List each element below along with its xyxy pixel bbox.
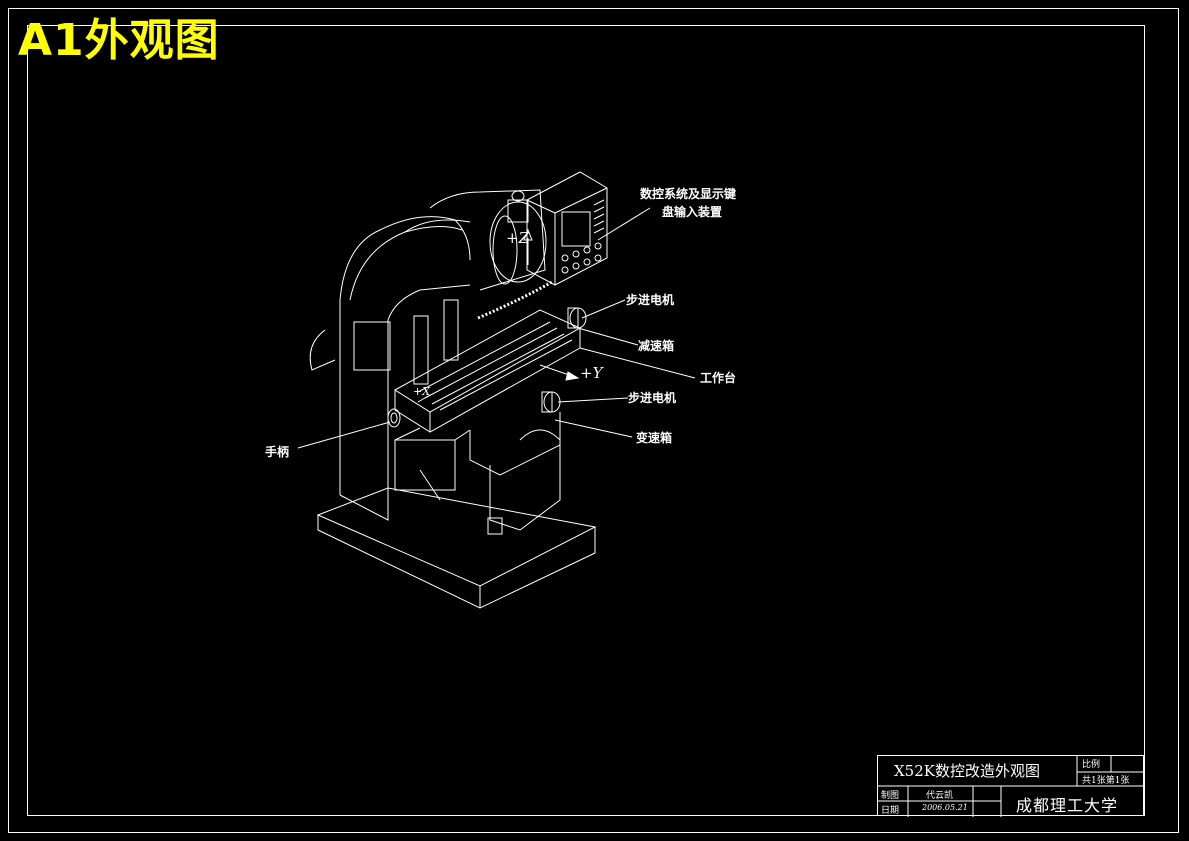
- drafter-label: 制图: [881, 791, 900, 801]
- label-cnc-panel-line2: 盘输入装置: [662, 205, 723, 219]
- outer-border: [8, 8, 1179, 833]
- title-block: X52K数控改造外观图 比例 共1张第1张 制图 代云凯 日期 2006.05.…: [877, 755, 1144, 817]
- label-handwheel: 手柄: [265, 445, 290, 459]
- leader-lines: [297, 207, 696, 449]
- label-stepper-motor-mid: 步进电机: [628, 391, 677, 405]
- drawing-name: X52K数控改造外观图: [894, 762, 1040, 780]
- label-cnc-panel-line1: 数控系统及显示键: [640, 187, 737, 201]
- machine-base: [316, 487, 597, 609]
- label-reducer: 减速箱: [638, 339, 675, 353]
- sheet-count: 共1张第1张: [1082, 776, 1130, 786]
- title-block-grid: [878, 756, 1144, 817]
- date-label: 日期: [881, 806, 900, 816]
- cnc-control-panel: [526, 171, 608, 286]
- cable-hose: [477, 280, 553, 320]
- machine-column: [309, 216, 471, 521]
- label-worktable: 工作台: [700, 371, 737, 385]
- stepper-motors: [541, 307, 587, 413]
- scale-label: 比例: [1082, 760, 1101, 770]
- label-stepper-motor-top: 步进电机: [626, 293, 675, 307]
- spindle-head: [489, 190, 547, 285]
- machine-ram: [404, 189, 546, 291]
- axis-arrows: [417, 364, 580, 403]
- axis-label-x: +X: [413, 385, 431, 398]
- inner-border: [27, 25, 1145, 816]
- institution-name: 成都理工大学: [1016, 796, 1119, 815]
- machine-knee: [394, 412, 561, 535]
- handwheel: [387, 408, 401, 428]
- label-gearbox: 变速箱: [636, 431, 673, 445]
- sheet-title: A1外观图: [18, 15, 220, 66]
- worktable: [394, 309, 582, 433]
- drafter-name: 代云凯: [926, 791, 954, 801]
- date-value: 2006.05.21: [922, 803, 968, 812]
- axis-label-y: +Y: [580, 364, 603, 382]
- axis-label-z: +Z: [506, 229, 529, 247]
